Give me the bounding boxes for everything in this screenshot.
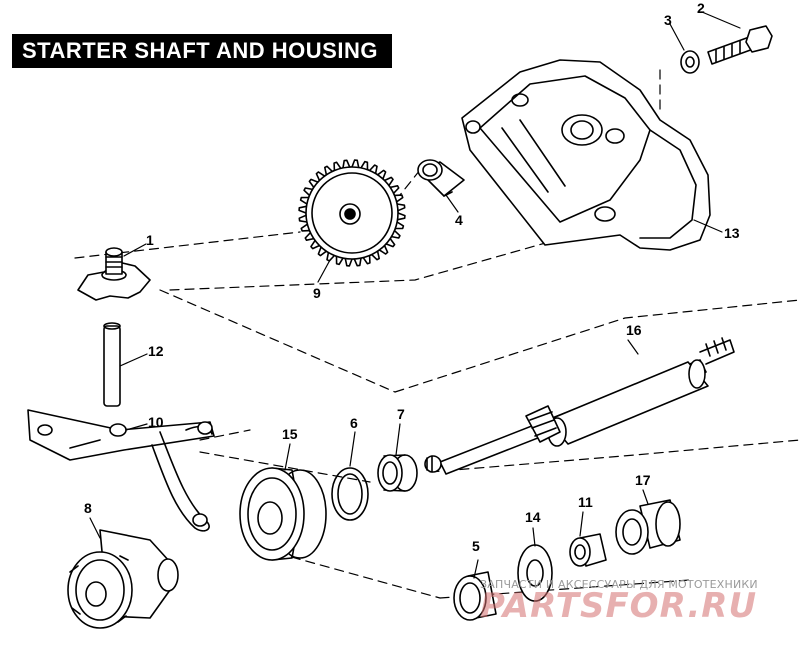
washer-part-3 [680,50,700,74]
shaft-part-16 [424,337,735,475]
callout-1: 1 [146,232,154,248]
bearing-part-5 [453,571,497,621]
pulley-part-15 [239,467,327,561]
bushing-part-7 [377,454,418,492]
callout-10: 10 [148,414,164,430]
callout-8: 8 [84,500,92,516]
bolt-part-2 [707,25,773,65]
gear-part-9 [298,159,406,267]
watermark-logo: PARTSFOR.RU [480,586,758,626]
callout-11: 11 [578,494,593,510]
housing-part-13 [461,59,711,251]
callout-15: 15 [282,426,298,442]
callout-7: 7 [397,406,405,422]
bushing-part-4 [417,159,465,197]
drive-gear-part-8 [67,529,179,629]
pin-part-12 [103,322,121,407]
leader-lines [89,11,741,579]
retaining-ring-part-6 [331,467,369,521]
spacer-part-11 [569,533,607,567]
bushing-part-17 [615,499,681,555]
assembly-guide-lines [74,69,800,599]
callout-17: 17 [635,472,651,488]
page-title: STARTER SHAFT AND HOUSING [12,34,392,68]
callout-6: 6 [350,415,358,431]
callout-12: 12 [148,343,164,359]
watermark-tagline: ЗАПЧАСТИ И АКСЕССУАРЫ ДЛЯ МОТОТЕХНИКИ [480,578,758,591]
callout-4: 4 [455,212,463,228]
plate-part-1 [77,247,151,301]
callout-13: 13 [724,225,740,241]
callout-14: 14 [525,509,541,525]
lever-part-10 [27,409,215,532]
callout-2: 2 [697,0,705,16]
callout-9: 9 [313,285,321,301]
callout-3: 3 [664,12,672,28]
callout-16: 16 [626,322,642,338]
callout-5: 5 [472,538,480,554]
